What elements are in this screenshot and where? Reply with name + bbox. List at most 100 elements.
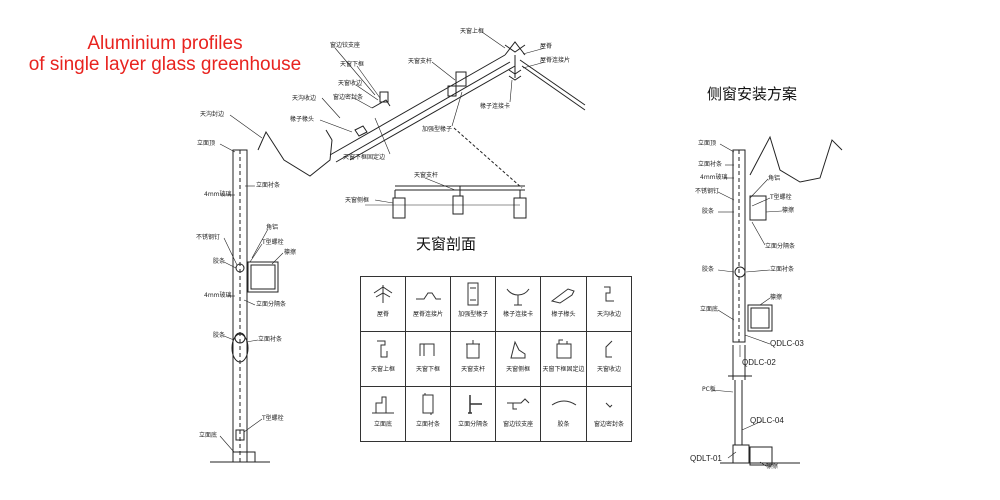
legend-cell: 天窗上框	[359, 331, 407, 387]
legend-label: 天窗下框固定边	[542, 366, 585, 373]
label-ridge-plate: 屋脊连接片	[540, 57, 571, 64]
divider-strip-profile-icon	[468, 395, 483, 414]
legend-cell: 加强型椽子	[450, 276, 497, 332]
label-right-rubber-a: 胶条	[702, 208, 715, 215]
label-qdlc04: QDLC-04	[750, 416, 784, 425]
label-left-gutter-seal: 天沟封边	[200, 111, 225, 118]
label-left-purlin: 檩擦	[284, 249, 297, 256]
right-wall-column	[720, 135, 843, 466]
legend-cell: 天窗下框固定边	[540, 331, 587, 387]
column-base-profile-icon	[372, 396, 395, 414]
label-qdlc03: QDLC-03	[770, 339, 804, 348]
label-rafter-head: 椽子椽头	[290, 116, 315, 123]
label-hinge-seat: 窗边铰支座	[330, 42, 361, 49]
label-right-purlin-b: 檩擦	[770, 294, 783, 301]
legend-label: 立面分隔条	[458, 421, 489, 428]
label-qdlc02: QDLC-02	[742, 358, 776, 367]
title-line-1: Aluminium profiles	[87, 33, 243, 54]
legend-cell: 立面分隔条	[450, 386, 497, 442]
label-left-t-bolt-b: T型螺栓	[262, 415, 284, 422]
leader-lines	[219, 31, 783, 467]
label-right-t-bolt: T型螺栓	[770, 194, 792, 201]
side-window-title: 侧窗安装方案	[707, 85, 798, 103]
label-right-rubber-b: 胶条	[702, 266, 715, 273]
label-left-column-base: 立面底	[199, 432, 218, 439]
roof-slope	[329, 41, 586, 163]
label-left-divider-strip: 立面分隔条	[256, 301, 287, 308]
label-lower-frame-fix: 天窗下框固定边	[343, 154, 386, 161]
label-right-column-strip-a: 立面衬条	[698, 161, 723, 168]
label-support-rod: 天窗支杆	[408, 58, 433, 65]
legend-label: 天窗侧框	[506, 366, 531, 373]
legend-cell: 胶条	[540, 386, 587, 442]
legend-label: 立面底	[374, 421, 393, 428]
label-lower-frame: 天窗下框	[340, 61, 365, 68]
legend-label: 加强型椽子	[458, 311, 489, 318]
legend-label: 天窗支杆	[461, 366, 486, 373]
edge-seal-strip-profile-icon	[605, 402, 613, 408]
legend-label: 窗边密封条	[593, 421, 624, 428]
label-right-angle-al: 角铝	[768, 175, 781, 182]
legend-label: 胶条	[557, 421, 570, 428]
ridge-plate-profile-icon	[416, 292, 442, 300]
label-right-divider-strip: 立面分隔条	[765, 243, 796, 250]
legend-cell: 立面衬条	[405, 386, 452, 442]
legend-cell: 窗边密封条	[585, 386, 633, 442]
legend-cell: 椽子椽头	[540, 276, 587, 332]
label-skylight-support-rod: 天窗支杆	[414, 172, 439, 179]
legend-label: 窗边铰支座	[503, 421, 534, 428]
reinforced-rafter-profile-icon	[467, 282, 479, 306]
label-edge-strip: 窗边密封条	[333, 94, 364, 101]
label-left-column-top: 立面顶	[197, 140, 216, 147]
legend-label: 立面衬条	[416, 421, 441, 428]
legend-row: 立面底 立面衬条 立面分隔条 窗边铰支座 胶条 窗边密封条	[359, 386, 633, 442]
title-line-2: of single layer glass greenhouse	[28, 54, 302, 75]
legend-label: 天窗上框	[371, 366, 396, 373]
legend-cell: 椽子连接卡	[495, 276, 542, 332]
legend-cell: 天沟收边	[585, 276, 633, 332]
rafter-connector-profile-icon	[506, 288, 530, 306]
label-left-glass-b: 4mm玻璃	[204, 292, 232, 299]
label-right-column-base: 立面底	[700, 306, 719, 313]
legend-label: 椽子椽头	[551, 311, 576, 318]
legend-cell: 立面底	[359, 386, 407, 442]
legend-cell: 天窗侧框	[495, 331, 542, 387]
label-gutter-closing: 天沟收边	[292, 95, 317, 102]
label-left-column-strip-b: 立面衬条	[258, 336, 283, 343]
label-left-stainless-nail: 不锈钢钉	[196, 234, 221, 241]
left-wall-column	[210, 149, 279, 463]
skylight-lower-frame-profile-icon	[419, 343, 435, 356]
label-left-angle-al: 角铝	[266, 224, 279, 231]
legend-cell: 屋脊	[359, 276, 407, 332]
legend-label: 屋脊	[377, 311, 390, 318]
skylight-section-drawing	[365, 127, 527, 219]
label-pc-board: PC板	[702, 386, 716, 393]
hinge-seat-profile-icon	[507, 398, 530, 410]
legend-cell: 窗边铰支座	[495, 386, 542, 442]
legend-label: 天窗收边	[596, 366, 621, 373]
label-ridge: 屋脊	[540, 43, 553, 50]
legend-row: 屋脊 屋脊连接片 加强型椽子 椽子连接卡 椽子椽头 天沟收边	[359, 276, 633, 332]
ridge-profile-icon	[373, 285, 393, 303]
label-left-rubber-b: 胶条	[213, 332, 226, 339]
label-right-stainless-nail: 不锈钢钉	[695, 188, 720, 195]
label-right-purlin-a: 檩擦	[782, 207, 795, 214]
legend-cell: 屋脊连接片	[405, 276, 452, 332]
label-rafter-connector: 椽子连接卡	[480, 103, 511, 110]
skylight-side-frame-profile-icon	[510, 340, 526, 359]
label-left-column-strip-a: 立面衬条	[256, 182, 281, 189]
legend-row: 天窗上框 天窗下框 天窗支杆 天窗侧框 天窗下框固定边 天窗收边	[359, 331, 633, 387]
skylight-support-rod-profile-icon	[466, 340, 481, 359]
label-right-purlin-c: 檩擦	[766, 463, 779, 470]
label-qdlt01: QDLT-01	[690, 454, 722, 463]
gutter-closing-profile-icon	[603, 286, 614, 302]
label-right-column-strip-b: 立面衬条	[770, 266, 795, 273]
label-reinforced-rafter: 加强型椽子	[422, 126, 453, 133]
label-right-glass: 4mm玻璃	[700, 174, 728, 181]
column-strip-profile-icon	[422, 393, 434, 415]
profile-legend-table: 屋脊 屋脊连接片 加强型椽子 椽子连接卡 椽子椽头 天沟收边 天窗上框 天窗下框…	[359, 276, 633, 442]
legend-label: 屋脊连接片	[413, 311, 444, 318]
rafter-head-profile-icon	[550, 288, 575, 304]
skylight-closing-profile-icon	[605, 340, 613, 358]
